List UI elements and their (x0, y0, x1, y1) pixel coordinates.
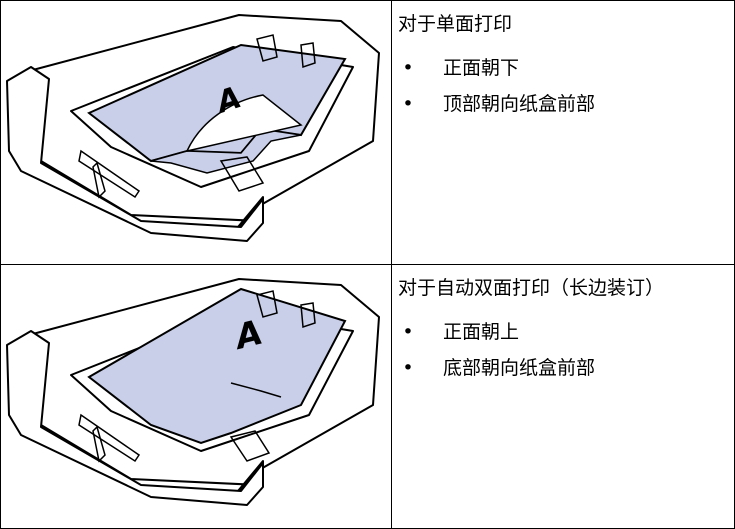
paper-tray-illustration-face-down: A (1, 1, 391, 264)
heading-duplex: 对于自动双面打印（长边装订） (398, 277, 665, 299)
list-item-text: 正面朝上 (443, 321, 520, 343)
heading-single-sided: 对于单面打印 (398, 13, 513, 35)
table-row-divider (0, 264, 735, 265)
table-column-divider (391, 0, 392, 529)
table-border-top (0, 0, 735, 1)
bullet-dot-icon: • (402, 57, 414, 79)
bullet-dot-icon: • (402, 321, 414, 343)
tray-drawing: A (6, 278, 380, 506)
bullet-dot-icon: • (402, 357, 414, 379)
list-item-text: 底部朝向纸盒前部 (443, 357, 596, 379)
table-border-left (0, 0, 1, 529)
bullet-dot-icon: • (402, 93, 414, 115)
instruction-cell-single-sided: 对于单面打印 • 正面朝下 • 顶部朝向纸盒前部 (398, 12, 734, 252)
list-item-text: 正面朝下 (443, 57, 520, 79)
tray-drawing: A (6, 14, 380, 242)
list-item-text: 顶部朝向纸盒前部 (443, 93, 596, 115)
paper-tray-illustration-face-up: A (1, 265, 391, 528)
instruction-cell-duplex: 对于自动双面打印（长边装订） • 正面朝上 • 底部朝向纸盒前部 (398, 276, 734, 516)
